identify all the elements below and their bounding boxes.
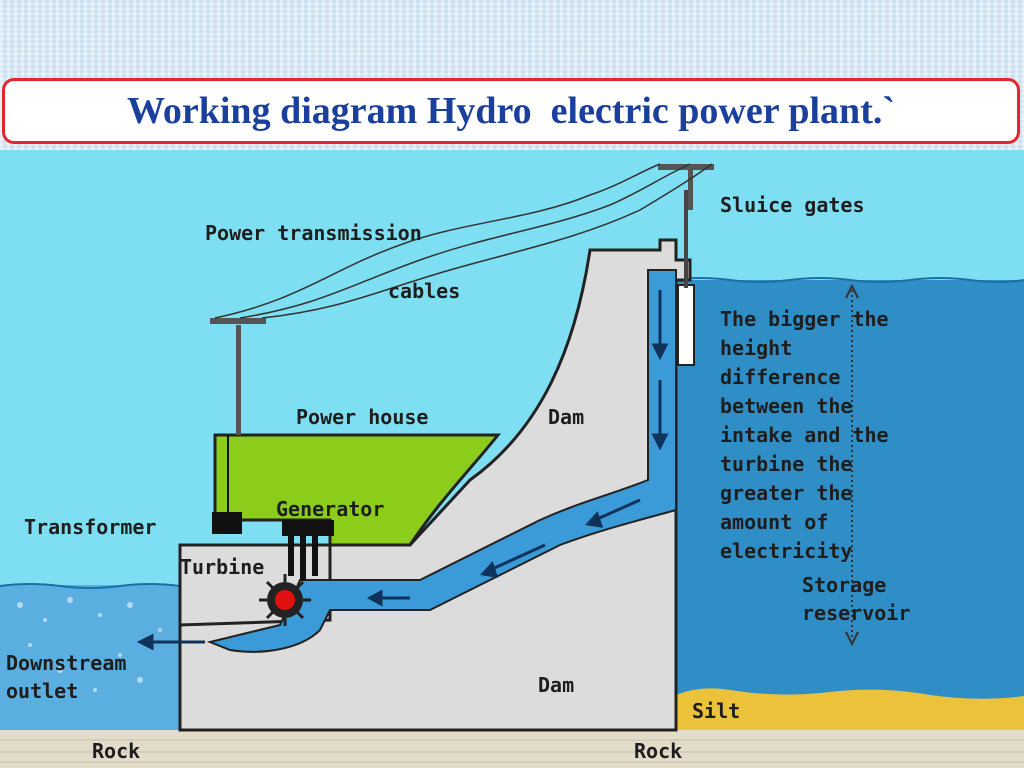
note-line: height — [720, 336, 792, 360]
label-generator: Generator — [276, 497, 384, 521]
storage-reservoir — [670, 280, 1024, 730]
note-line: The bigger the — [720, 307, 889, 331]
pole-left-crossarm — [210, 318, 266, 324]
rock-texture — [0, 739, 1024, 763]
turbine — [259, 574, 311, 626]
generator-shaft-3 — [312, 536, 318, 576]
label-downstream: Downstream — [6, 651, 126, 675]
flow-arrows — [136, 290, 669, 651]
label-outlet: outlet — [6, 679, 78, 703]
label-transformer: Transformer — [24, 515, 156, 539]
height-note: The bigger the height difference between… — [720, 307, 889, 563]
transmission-cables — [214, 163, 713, 319]
generator — [282, 520, 334, 536]
note-line: greater the — [720, 481, 852, 505]
label-rock-right: Rock — [634, 739, 682, 763]
sluice-gate — [677, 284, 695, 366]
sluice-gate-rod — [684, 190, 688, 288]
downstream-surface — [0, 583, 181, 589]
note-line: turbine the — [720, 452, 852, 476]
pole-right — [688, 170, 693, 210]
label-dam-lower: Dam — [538, 673, 574, 697]
label-rock-left: Rock — [92, 739, 140, 763]
slide-title: Working diagram Hydro electric power pla… — [126, 90, 896, 132]
downstream-foam — [13, 597, 162, 697]
note-line: intake and the — [720, 423, 889, 447]
reservoir-surface — [669, 277, 1024, 283]
note-line: electricity — [720, 539, 852, 563]
transformer — [212, 512, 242, 534]
label-power-house: Power house — [296, 405, 428, 429]
generator-shaft-1 — [288, 536, 294, 576]
title-box: Working diagram Hydro electric power pla… — [2, 78, 1020, 144]
silt-layer — [676, 688, 1024, 730]
label-cables: cables — [388, 279, 460, 303]
note-line: amount of — [720, 510, 828, 534]
label-dam-upper: Dam — [548, 405, 584, 429]
power-house — [213, 433, 502, 547]
generator-shaft-2 — [300, 536, 306, 581]
downstream-water — [0, 585, 180, 730]
label-sluice-gates: Sluice gates — [720, 193, 865, 217]
note-line: difference — [720, 365, 840, 389]
note-line: between the — [720, 394, 852, 418]
label-reservoir: reservoir — [802, 601, 910, 625]
penstock — [206, 269, 677, 653]
pole-right-crossarm — [658, 164, 714, 170]
label-silt: Silt — [692, 699, 740, 723]
label-storage: Storage — [802, 573, 886, 597]
hydro-plant-diagram: Sluice gates Power transmission cables P… — [0, 150, 1024, 768]
label-turbine: Turbine — [180, 555, 264, 579]
height-indicator — [845, 283, 859, 647]
label-power-transmission: Power transmission — [205, 221, 422, 245]
pole-left — [236, 325, 241, 435]
